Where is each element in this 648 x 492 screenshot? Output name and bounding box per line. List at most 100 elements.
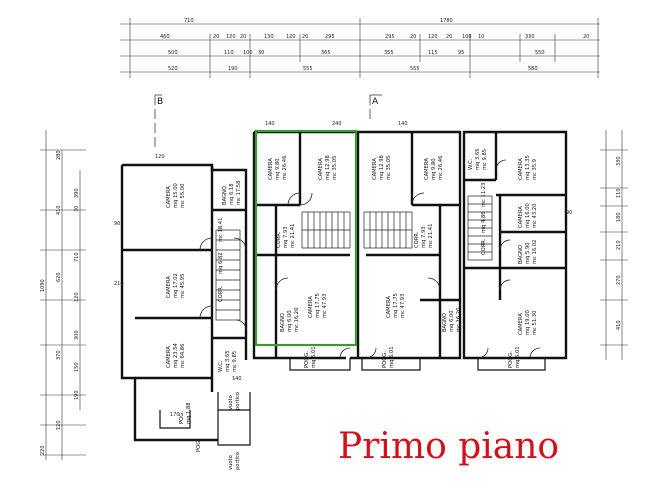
room-area: mq 12.98 bbox=[379, 155, 385, 180]
room-name: W.C. bbox=[468, 158, 474, 170]
dim-right-5: 410 bbox=[616, 320, 622, 330]
marker-4: 90 bbox=[114, 221, 120, 227]
room-name: W.C. bbox=[218, 360, 224, 372]
room-name: BAGNO bbox=[518, 245, 524, 264]
dim-right-2: 180 bbox=[616, 212, 622, 222]
room-area: mq 6.18 bbox=[229, 183, 235, 205]
room-corr-a1: CORR. mq 7.93 mc 21.41 bbox=[276, 224, 296, 248]
room-area: mq 19.00 bbox=[525, 310, 531, 335]
room-name: BAGNO bbox=[280, 313, 286, 332]
room-area: mq 17.75 bbox=[393, 293, 399, 318]
room-volume: mc 47.93 bbox=[400, 294, 406, 318]
dim-right-1: 110 bbox=[616, 188, 622, 198]
room-wc-right: W.C. mq 3.65 mc 9.85 bbox=[468, 148, 488, 170]
room-name: CAMERA bbox=[166, 276, 172, 298]
dim-r2-9: 20 bbox=[410, 34, 416, 40]
room-volume: mc 35.05 bbox=[332, 156, 338, 180]
room-volume: mc 17.58 bbox=[236, 181, 242, 205]
room-corr-left: CORR. mq 6.82 mc 18.41 bbox=[218, 218, 224, 302]
dim-r3-5: 355 bbox=[384, 50, 394, 56]
room-area: mq 15.00 bbox=[173, 183, 179, 208]
room-bagno-a2: BAGNO mq 6.00 mc 16.20 bbox=[442, 308, 462, 332]
central-balconies bbox=[289, 358, 421, 371]
room-name: CAMERA bbox=[166, 186, 172, 208]
room-name: CAMERA bbox=[518, 206, 524, 228]
dim-left-0: 1090 bbox=[40, 279, 46, 292]
room-name: POG. bbox=[179, 411, 185, 424]
dim-left-3: 620 bbox=[56, 272, 62, 282]
central-stair-right bbox=[363, 211, 413, 249]
dim-left-8: 710 bbox=[74, 252, 80, 262]
room-name: vuoto bbox=[228, 395, 234, 410]
room-volume: mc 21.41 bbox=[290, 224, 296, 248]
room-name: BAGNO bbox=[222, 186, 228, 205]
dim-r2-13: 10 bbox=[478, 34, 484, 40]
left-stair bbox=[215, 229, 241, 321]
room-area: mq 9.80 bbox=[275, 158, 281, 180]
dim-r2-15: 20 bbox=[583, 34, 589, 40]
section-label-a: A bbox=[372, 97, 379, 107]
dim-right-4: 270 bbox=[616, 275, 622, 285]
room-name: POGG. bbox=[508, 351, 514, 368]
dim-r2-6: 20 bbox=[302, 34, 308, 40]
marker-7: 140 bbox=[232, 376, 242, 382]
room-camera-a6: CAMERA mq 17.75 mc 47.93 bbox=[386, 293, 406, 318]
room-volume: mc 16.20 bbox=[456, 308, 462, 332]
marker-5: 210 bbox=[114, 281, 124, 287]
room-camera-a5: CAMERA mq 17.75 mc 47.93 bbox=[308, 293, 328, 318]
dim-r3-7: 95 bbox=[458, 50, 464, 56]
room-corr-a2: CORR. mq 7.93 mc 21.41 bbox=[414, 224, 434, 248]
dim-r3-1: 110 bbox=[224, 50, 234, 56]
room-pogg-2: POGG. mq 6.01 bbox=[382, 346, 395, 368]
room-area: mq 1.88 bbox=[186, 402, 192, 424]
room-name: CAMERA bbox=[518, 158, 524, 180]
dim-r2-3: 20 bbox=[240, 34, 246, 40]
room-camera-left2: CAMERA mq 17.02 mc 45.95 bbox=[166, 273, 186, 298]
room-volume: mc 21.41 bbox=[428, 224, 434, 248]
room-area: mq 6.82 bbox=[218, 252, 224, 274]
section-label-b: B bbox=[157, 97, 163, 107]
room-volume: mc 35.05 bbox=[386, 156, 392, 180]
dim-r3-8: 550 bbox=[535, 50, 545, 56]
room-camera-r3: CAMERA mq 19.00 mc 51.30 bbox=[518, 310, 538, 335]
room-name: CORR. bbox=[218, 285, 224, 302]
dim-r3-0: 500 bbox=[168, 50, 178, 56]
dim-r2-4: 130 bbox=[264, 34, 274, 40]
dim-left-7: 30 bbox=[74, 206, 80, 212]
room-area: mq 13.35 bbox=[525, 155, 531, 180]
room-name: POGG. bbox=[382, 351, 388, 368]
room-volume: mc 55.00 bbox=[180, 184, 186, 208]
right-stair bbox=[467, 195, 493, 261]
dim-r2-10: 120 bbox=[428, 34, 438, 40]
room-name: CAMERA bbox=[424, 158, 430, 180]
room-name: CAMERA bbox=[386, 296, 392, 318]
dim-r3-6: 115 bbox=[428, 50, 438, 56]
room-pog-left: POG. mq 1.88 bbox=[179, 402, 192, 424]
room-volume: mc 9.85 bbox=[232, 351, 238, 372]
right-dimension-lines bbox=[600, 130, 628, 360]
room-name: CAMERA bbox=[166, 346, 172, 368]
room-name: POG. bbox=[196, 439, 202, 452]
dim-r4-4: 580 bbox=[528, 66, 538, 72]
dim-r3-4: 365 bbox=[321, 50, 331, 56]
room-area: mq 12.98 bbox=[325, 155, 331, 180]
room-subname: portico bbox=[235, 392, 241, 410]
room-volume: mc 18.41 bbox=[218, 218, 224, 242]
room-volume: mc 43.20 bbox=[532, 204, 538, 228]
dim-left-10: 300 bbox=[74, 330, 80, 340]
room-area: mq 16.00 bbox=[525, 203, 531, 228]
room-subname: portico bbox=[235, 452, 241, 470]
room-pogg-3: POGG. mq 6.01 bbox=[508, 346, 521, 368]
dim-top-710: 710 bbox=[184, 18, 194, 24]
room-area: mq 7.93 bbox=[421, 226, 427, 248]
marker-6: 170 bbox=[170, 412, 180, 418]
room-area: mq 9.80 bbox=[431, 158, 437, 180]
room-volume: mc 9.85 bbox=[482, 149, 488, 170]
room-area: mq 23.54 bbox=[173, 342, 179, 368]
dim-left-6: 390 bbox=[74, 188, 80, 198]
room-name: CAMERA bbox=[318, 158, 324, 180]
highlighted-unit bbox=[254, 129, 358, 347]
room-bagno-right: BAGNO mq 5.90 mc 16.02 bbox=[518, 240, 538, 264]
dim-left-4: 370 bbox=[56, 350, 62, 360]
door-swings bbox=[199, 159, 541, 359]
